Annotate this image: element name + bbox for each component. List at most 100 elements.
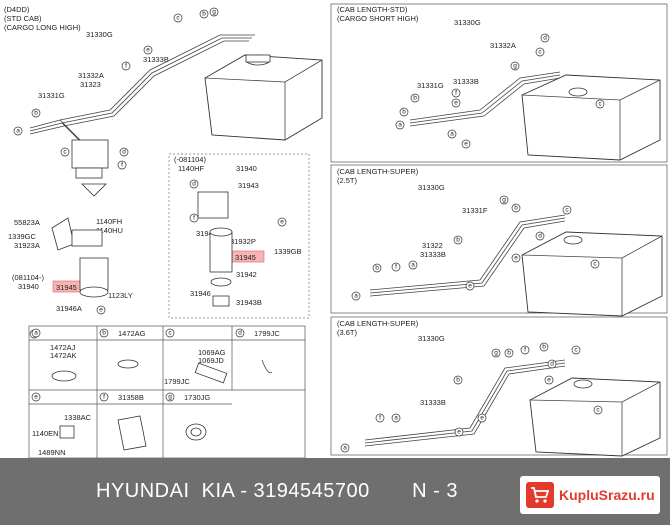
inset-label-31932P: 31932P [230, 237, 256, 246]
panel2-label-31331F: 31331F [462, 206, 488, 215]
callout-a: a [394, 415, 398, 422]
callout-b: b [34, 110, 38, 117]
table-key-b: b [102, 330, 106, 337]
brand-name: KupluSrazu.ru [559, 487, 655, 503]
callout-g: g [494, 350, 498, 357]
main-label-1140HU: 1140HU [96, 226, 123, 235]
callout-c: c [565, 207, 569, 214]
parts-table: a 1472AJ 1472AK b 1472AG c 1069AG 1069JD… [28, 325, 306, 458]
table-key-e: e [34, 394, 38, 401]
main-label-1140FH: 1140FH [96, 217, 122, 226]
callout-d: d [543, 35, 547, 42]
right-panel-super-36: (CAB LENGTH-SUPER) (3.6T) 31330G 31333B … [337, 319, 661, 457]
panel1-label-31333B: 31333B [453, 77, 479, 86]
main-fuel-tank [204, 54, 323, 141]
main-title-line-1: (D4DD) [4, 5, 30, 14]
main-label-31330G: 31330G [86, 30, 113, 39]
table-d-1799JC: 1799JC [254, 329, 280, 338]
callout-e: e [480, 415, 484, 422]
main-title-line-3: (CARGO LONG HIGH) [4, 23, 81, 32]
callout-f: f [379, 415, 381, 422]
panel1-label-31330G: 31330G [454, 18, 481, 27]
main-label-31332A: 31332A [78, 71, 104, 80]
callout-b: b [413, 95, 417, 102]
panel-frame-super-36 [330, 316, 668, 456]
main-label-31946A: 31946A [56, 304, 82, 313]
callout-f: f [121, 162, 123, 169]
callout-a: a [411, 262, 415, 269]
callout-g: g [513, 63, 517, 70]
footer-part-number-text: HYUNDAI KIA - 3194545700 N - 3 [96, 480, 458, 502]
callout-c: c [596, 407, 600, 414]
table-e-1489NN: 1489NN [38, 448, 66, 457]
main-label-081104: (081104-) [12, 273, 44, 282]
callout-b: b [507, 350, 511, 357]
inset-label-31946: 31946 [190, 289, 211, 298]
inset-label-31940: 31940 [236, 164, 257, 173]
callout-b: b [456, 377, 460, 384]
panel3-title-1: (CAB LENGTH-SUPER) [337, 319, 419, 328]
callout-b: b [202, 11, 206, 18]
shopping-cart-icon [526, 482, 554, 508]
callout-d: d [538, 233, 542, 240]
panel3-label-31333B: 31333B [420, 398, 446, 407]
callout-e: e [468, 283, 472, 290]
inset-label-31943: 31943 [238, 181, 259, 190]
main-label-31923A: 31923A [14, 241, 40, 250]
panel1-label-31331G: 31331G [417, 81, 444, 90]
parts-diagram: (D4DD) (STD CAB) (CARGO LONG HIGH) 31330… [4, 3, 668, 458]
callout-e: e [464, 141, 468, 148]
main-label-31940: 31940 [18, 282, 39, 291]
inset-label-31941: 31941 [196, 229, 217, 238]
panel3-title-2: (3.6T) [337, 328, 358, 337]
callout-c: c [593, 261, 597, 268]
callout-a: a [16, 128, 20, 135]
table-g-1730JG: 1730JG [184, 393, 210, 402]
panel2-title-2: (2.5T) [337, 176, 358, 185]
callout-f: f [395, 264, 397, 271]
callout-a: a [398, 122, 402, 129]
callout-e: e [454, 100, 458, 107]
main-title-line-2: (STD CAB) [4, 14, 42, 23]
table-key-c: c [168, 330, 172, 337]
callout-c: c [63, 149, 67, 156]
table-a-1472AJ: 1472AJ [50, 343, 76, 352]
callout-b: b [456, 237, 460, 244]
table-b-1472AG: 1472AG [118, 329, 146, 338]
callout-a: a [354, 293, 358, 300]
callout-f: f [524, 347, 526, 354]
callout-c: c [598, 101, 602, 108]
table-f-31358B: 31358B [118, 393, 144, 402]
callout-e: e [547, 377, 551, 384]
callout-e: e [457, 429, 461, 436]
inset-label-31943B: 31943B [236, 298, 262, 307]
table-c-1799JC: 1799JC [164, 377, 190, 386]
table-key-d: d [238, 330, 242, 337]
inset-title: (-081104) [174, 155, 206, 164]
inset-panel: (-081104) 31940 1140HF 31943 31941 31932… [174, 155, 302, 307]
panel3-label-31330G: 31330G [418, 334, 445, 343]
callout-c: c [538, 49, 542, 56]
callout-e: e [99, 307, 103, 314]
callout-a: a [450, 131, 454, 138]
panel2-label-31330G: 31330G [418, 183, 445, 192]
callout-a: a [343, 445, 347, 452]
callout-c: c [574, 347, 578, 354]
table-e-1338AC: 1338AC [64, 413, 92, 422]
callout-b: b [402, 109, 406, 116]
callout-g: g [212, 9, 216, 16]
right-panel-cab-std: (CAB LENGTH-STD) (CARGO SHORT HIGH) 3133… [337, 5, 661, 161]
callout-e: e [514, 255, 518, 262]
callout-d: d [192, 181, 196, 188]
main-label-31323: 31323 [80, 80, 101, 89]
table-key-f: f [103, 394, 105, 401]
panel1-title-1: (CAB LENGTH-STD) [337, 5, 408, 14]
main-label-1339GC: 1339GC [8, 232, 37, 241]
panel1-title-2: (CARGO SHORT HIGH) [337, 14, 419, 23]
callout-f: f [125, 63, 127, 70]
callout-b: b [375, 265, 379, 272]
inset-label-31942: 31942 [236, 270, 257, 279]
callout-e: e [280, 219, 284, 226]
inset-label-31945-highlight: 31945 [235, 253, 256, 262]
brand-badge[interactable]: KupluSrazu.ru [520, 476, 660, 514]
